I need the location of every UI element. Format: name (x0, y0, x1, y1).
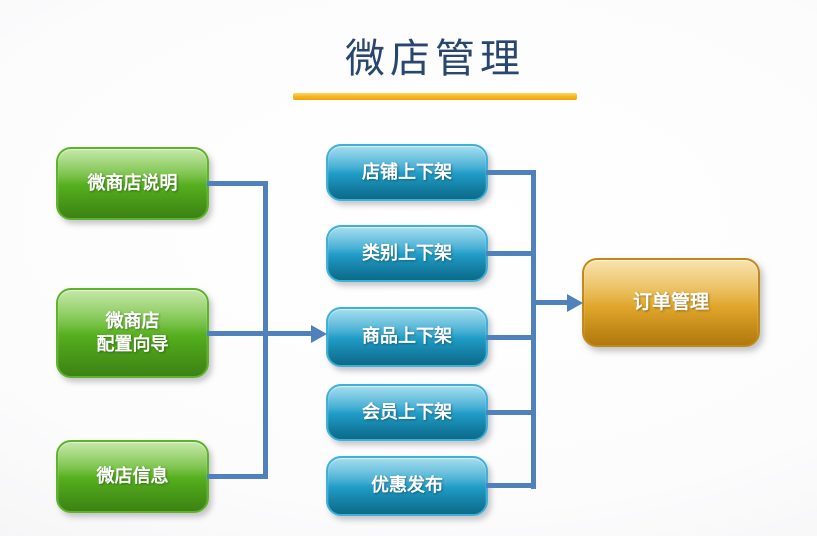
node-micro-shop-description: 微商店说明 (56, 147, 209, 220)
node-label: 会员上下架 (362, 401, 452, 423)
node-product-shelf: 商品上下架 (326, 307, 488, 367)
arrow-right-icon (567, 294, 583, 312)
node-micro-shop-config-wizard: 微商店 配置向导 (56, 288, 209, 378)
node-shop-shelf: 店铺上下架 (326, 144, 488, 201)
connector-right-vertical-bus (531, 170, 536, 489)
node-label: 微店信息 (96, 465, 169, 487)
connector-blue2-horizontal (486, 251, 531, 256)
node-order-management: 订单管理 (582, 258, 760, 347)
connector-green2-to-product (207, 331, 311, 336)
node-member-shelf: 会员上下架 (326, 384, 488, 441)
node-label: 商品上下架 (362, 326, 452, 348)
node-label: 订单管理 (632, 291, 709, 314)
node-micro-shop-info: 微店信息 (56, 440, 209, 513)
node-label: 微商店 配置向导 (96, 310, 169, 355)
connector-blue4-horizontal (486, 410, 531, 415)
connector-green1-horizontal (207, 181, 268, 186)
connector-blue1-horizontal (486, 170, 531, 175)
node-discount-publish: 优惠发布 (326, 456, 488, 516)
arrow-right-icon (311, 325, 327, 343)
node-category-shelf: 类别上下架 (326, 225, 488, 282)
node-label: 类别上下架 (362, 242, 452, 264)
node-label: 微商店说明 (87, 172, 178, 194)
connector-to-order-management (533, 300, 567, 305)
title-underline (293, 93, 577, 100)
node-label: 优惠发布 (371, 475, 443, 497)
page-title: 微店管理 (345, 36, 525, 82)
connector-blue5-horizontal (486, 483, 531, 488)
connector-green3-horizontal (207, 474, 268, 479)
connector-blue3-horizontal (486, 335, 531, 340)
node-label: 店铺上下架 (362, 161, 452, 183)
connector-left-vertical-bus (263, 181, 268, 479)
